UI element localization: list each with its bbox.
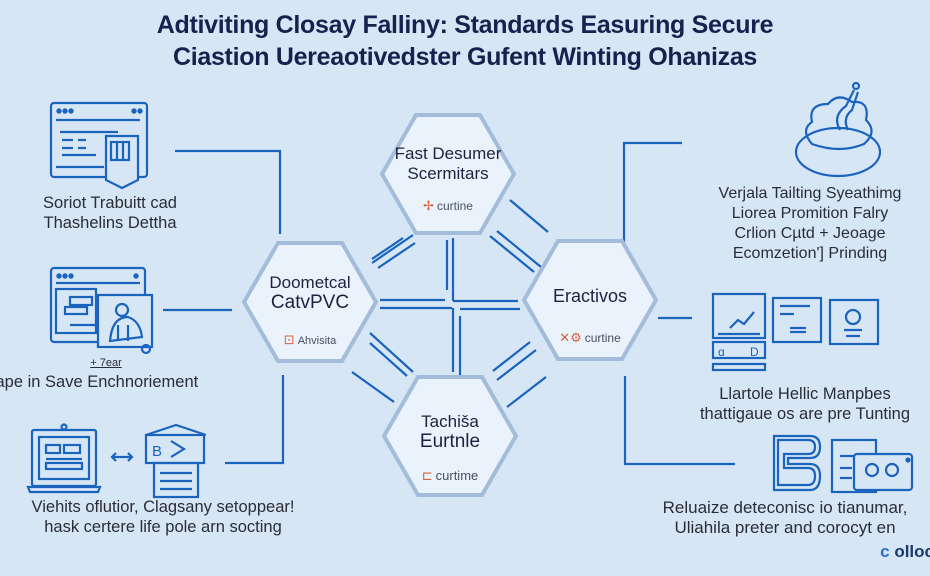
- diagram-title-line-2: Ciastion Uereaotivedster Gufent Winting …: [172, 43, 758, 71]
- connector-left-top: [175, 149, 282, 234]
- hexagon-tag-label: curtine: [436, 199, 473, 213]
- connector-center: [369, 332, 414, 373]
- hexagon-node-top[interactable]: Fast Desumer Scermitars ✢curtine: [378, 112, 518, 236]
- connector-center: [509, 199, 549, 233]
- label-line: rape in Save Enchnoriement: [0, 373, 199, 391]
- connector-center: [377, 242, 416, 269]
- label-line: thattigaue os are pre Tunting: [699, 405, 911, 423]
- svg-text:D: D: [750, 345, 759, 359]
- label-line: Verjala Tailting Syeathimg: [718, 185, 902, 202]
- hexagon-shape: [379, 113, 517, 235]
- svg-text:B: B: [152, 443, 162, 460]
- connector-center: [369, 342, 408, 377]
- laptop-sync-icon: B: [26, 423, 207, 504]
- connector-center: [351, 371, 395, 403]
- hexagon-title-line-1: Fast Desumer: [394, 144, 502, 163]
- left-item-2-caption: + 7ear: [90, 357, 122, 369]
- brand-logo: c olloc: [880, 542, 930, 562]
- camera-icon: ⊡: [283, 332, 295, 347]
- label-line: Crlion Cµtd + Jeoage: [734, 225, 886, 242]
- hand-cloud-icon: [790, 80, 890, 185]
- label-line: Llartole Hellic Manpbes: [719, 385, 891, 403]
- connector-center: [496, 349, 537, 381]
- hexagon-node-right[interactable]: Eractivos ✕⚙curtine: [520, 238, 660, 362]
- label-line: Ecomzetion'] Prinding: [732, 245, 888, 262]
- hexagon-tag: ⊏curtime: [380, 468, 520, 484]
- hexagon-shape: [381, 375, 519, 497]
- connector-center: [492, 341, 531, 372]
- left-item-1-label: Soriot Trabuitt cad Thashelins Dettha: [10, 193, 210, 233]
- connector-center: [371, 237, 404, 260]
- hexagon-node-bottom[interactable]: Tachiša Eurtnle ⊏curtime: [380, 374, 520, 498]
- diagram-title-line-1: Adtiviting Closay Falliny: Standards Eas…: [156, 11, 774, 39]
- logo-text: olloc: [894, 542, 930, 561]
- label-line: Reluaize deteconisc io tianumar,: [662, 498, 908, 517]
- label-line: Viehits oflutior, Clagsany setoppear!: [31, 498, 295, 516]
- right-item-1-label: Verjala Tailting Syeathimg Liorea Promit…: [690, 184, 930, 264]
- dashboard-documents-icon: ɑ D: [710, 290, 890, 385]
- hexagon-shape: [521, 239, 659, 361]
- connector-right-top: [622, 141, 682, 244]
- label-line: Soriot Trabuitt cad: [43, 194, 177, 212]
- hexagon-tag-label: curtime: [435, 468, 479, 483]
- hexagon-shape: [241, 241, 379, 363]
- faucet-icon: ⊏: [421, 468, 433, 483]
- hexagon-title: Eractivos: [552, 286, 628, 306]
- hexagon-tag: ⊡Ahvisita: [240, 332, 380, 348]
- hexagon-title-line-2: Eurtnle: [419, 431, 481, 452]
- svg-text:ɑ: ɑ: [718, 345, 725, 359]
- data-cards-icon: [768, 434, 928, 503]
- left-item-3-label: Viehits oflutior, Clagsany setoppear! ha…: [0, 497, 328, 537]
- connector-center: [506, 376, 547, 408]
- hexagon-node-left[interactable]: Doometcal CatvPVC ⊡Ahvisita: [240, 240, 380, 364]
- connector-right-bottom: [623, 376, 735, 466]
- hexagon-title-line-2: CatvPVC: [270, 292, 350, 313]
- connector-center: [496, 230, 542, 268]
- connector-center: [371, 234, 414, 264]
- label-line: Thashelins Dettha: [43, 214, 177, 232]
- label-line: Liorea Promition Falry: [731, 205, 889, 222]
- hexagon-title-line-1: Tachiša: [421, 412, 479, 431]
- right-item-3-label: Reluaize deteconisc io tianumar, Uliahil…: [630, 498, 930, 538]
- hexagon-tag: ✕⚙curtine: [520, 330, 660, 346]
- tool-icon: ✢: [423, 198, 434, 213]
- hexagon-tag-label: curtine: [584, 331, 621, 345]
- browser-shield-icon: [48, 100, 150, 195]
- gear-icon: ✕⚙: [559, 330, 582, 345]
- hexagon-tag-label: Ahvisita: [297, 335, 337, 347]
- label-line: Uliahila preter and corocyt en: [674, 518, 896, 537]
- label-line: hask certere life pole arn socting: [44, 518, 282, 536]
- hexagon-title-line-2: Scermitars: [407, 164, 489, 183]
- left-item-2-label: rape in Save Enchnoriement: [0, 372, 250, 392]
- hexagon-tag: ✢curtine: [378, 198, 518, 214]
- logo-mark-icon: c: [880, 542, 890, 561]
- browser-user-icon: [48, 265, 158, 362]
- connector-center: [489, 235, 535, 273]
- hexagon-title-line-1: Doometcal: [269, 273, 351, 292]
- right-item-2-label: Llartole Hellic Manpbes thattigaue os ar…: [680, 384, 930, 424]
- connector-left-bottom: [225, 375, 285, 465]
